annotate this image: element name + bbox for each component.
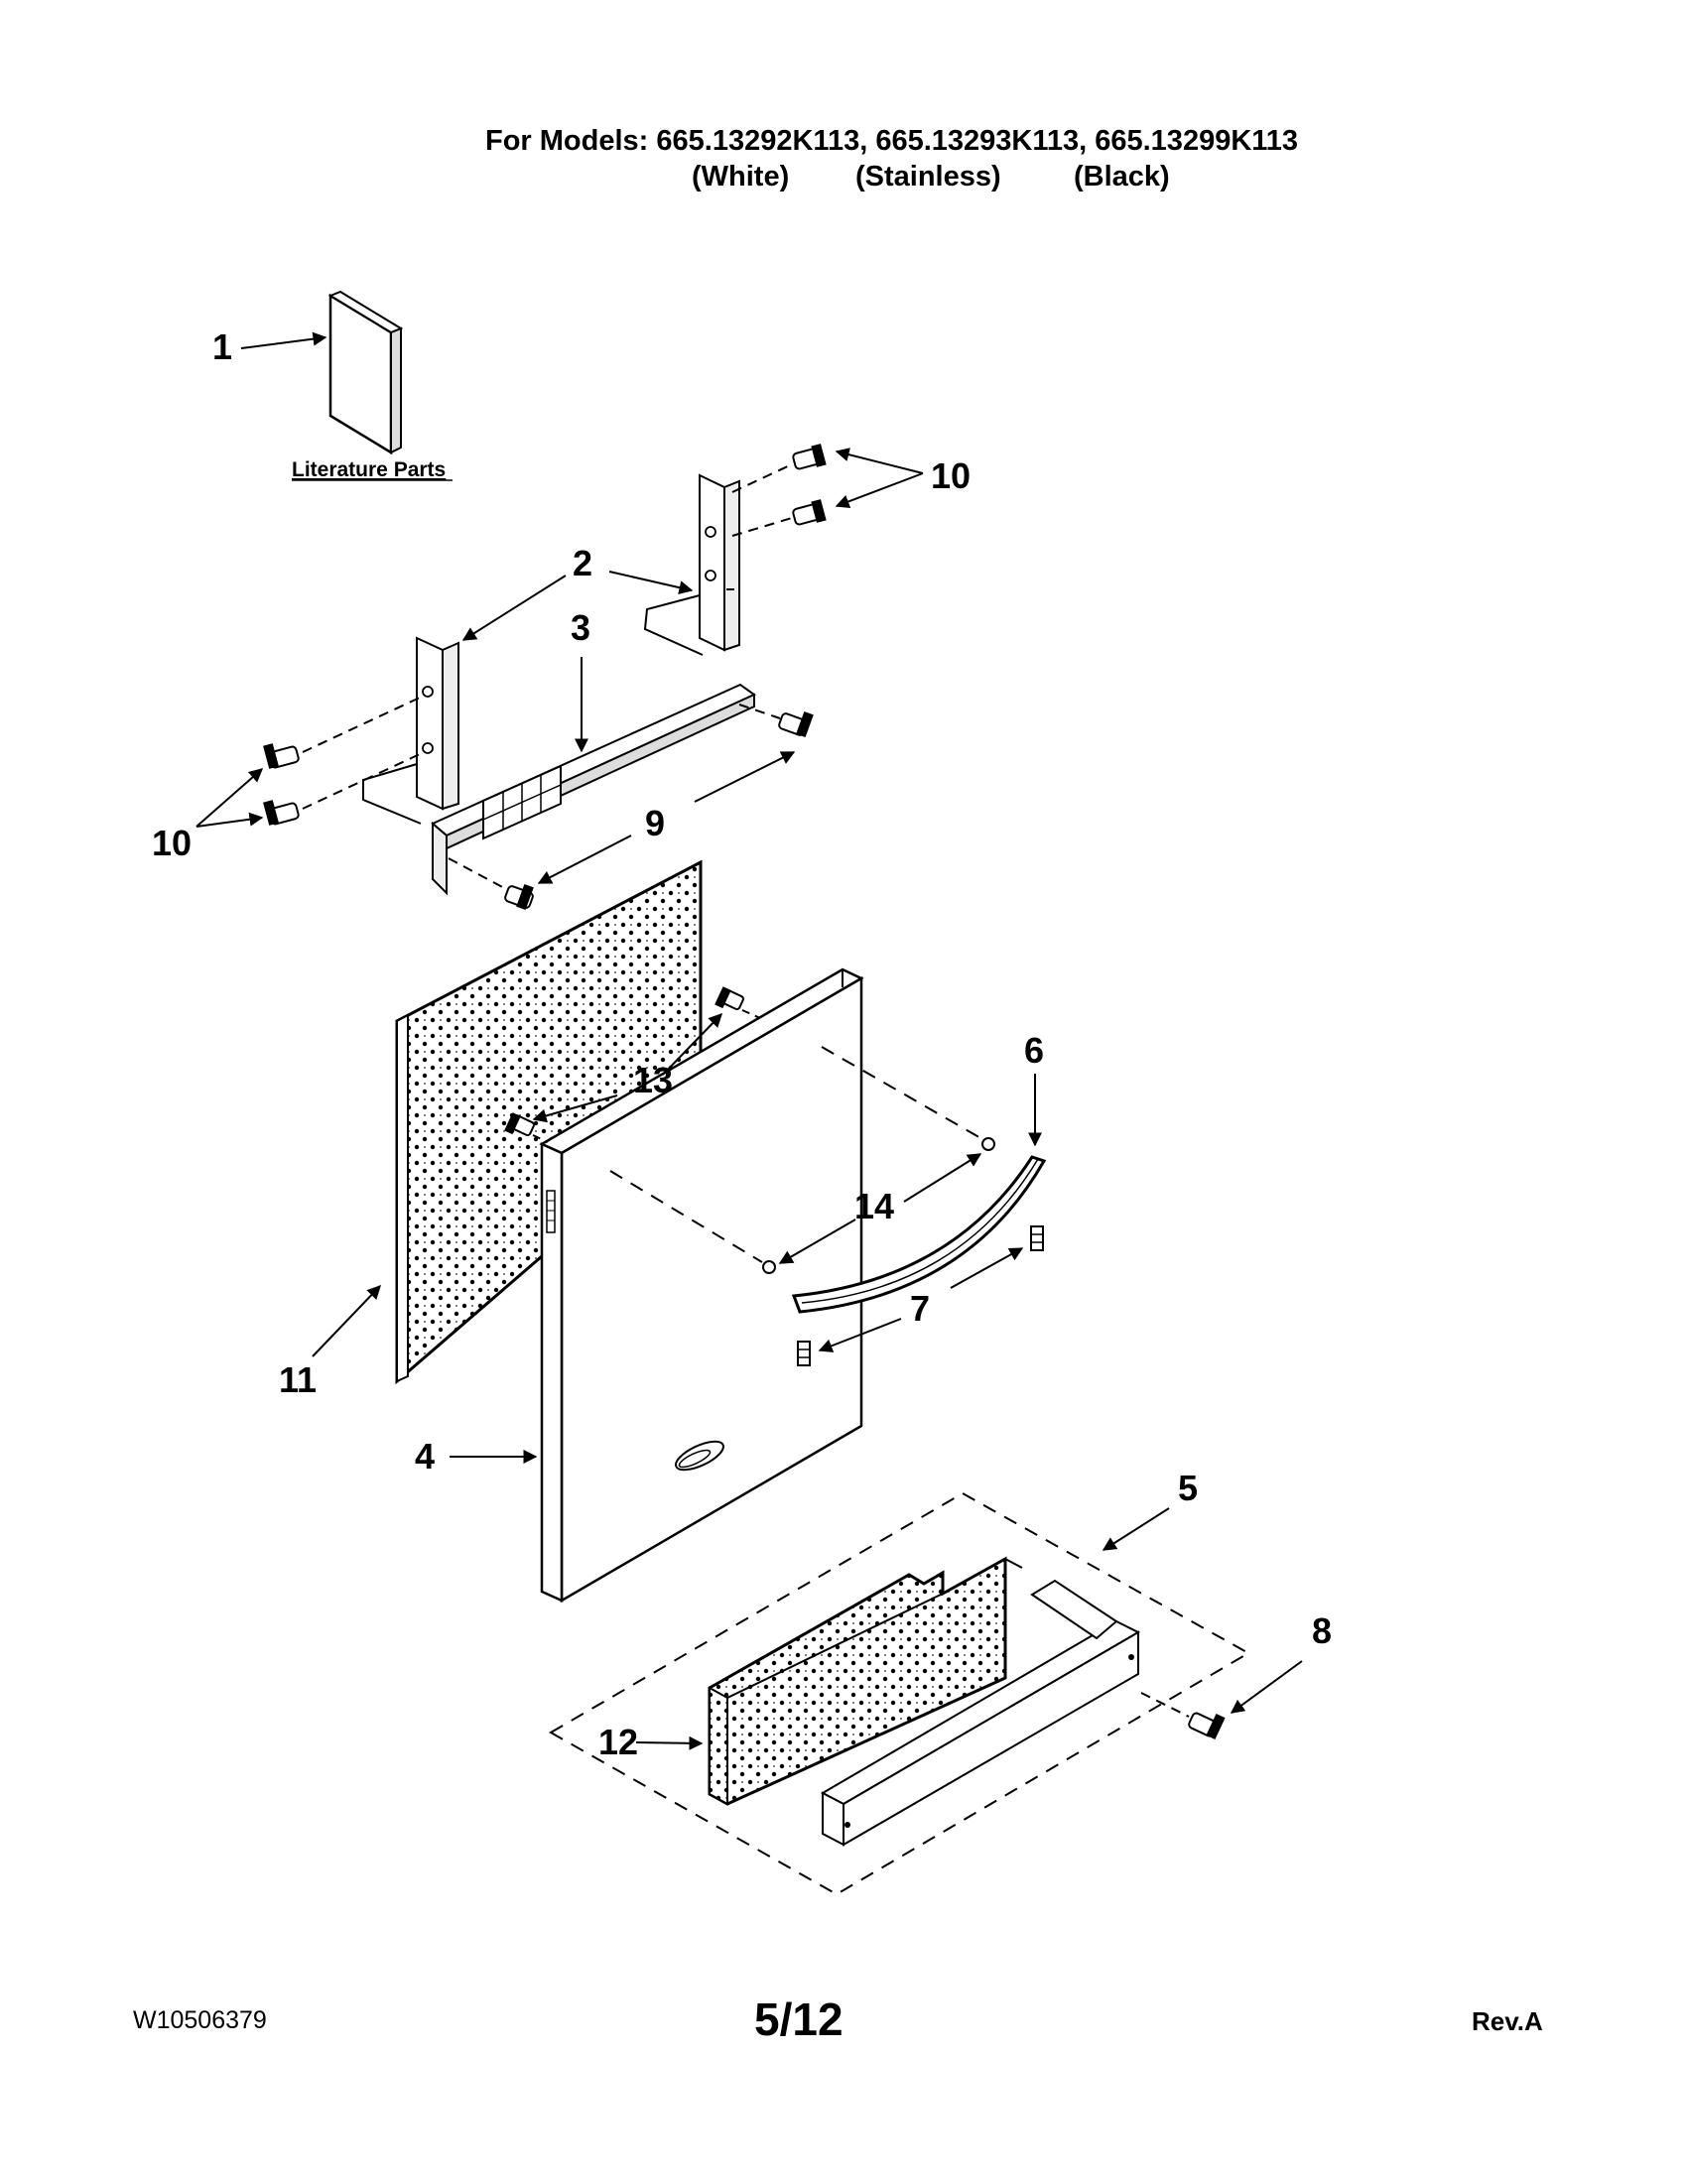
callout-11: 11 (279, 1359, 317, 1400)
callout-6: 6 (1024, 1030, 1044, 1071)
callout-8: 8 (1312, 1610, 1332, 1651)
part-3-control-panel-bracket (431, 683, 756, 896)
part-14-spacers (609, 1046, 995, 1274)
callout-10-top: 10 (931, 455, 971, 496)
part-2-bracket-right (643, 473, 740, 656)
callout-1: 1 (212, 326, 232, 367)
part-9-screws (448, 704, 814, 910)
part-13-screws (504, 986, 761, 1143)
revision-label: Rev.A (1472, 2006, 1543, 2036)
model-list-title: For Models: 665.13292K113, 665.13293K113… (485, 125, 1299, 157)
callout-13: 13 (633, 1060, 673, 1100)
callout-9: 9 (645, 803, 665, 843)
variant-stainless: (Stainless) (855, 161, 1001, 193)
callout-7: 7 (910, 1288, 930, 1329)
callout-2: 2 (573, 543, 592, 583)
part-7-set-screws (797, 1225, 1044, 1366)
callout-14: 14 (854, 1186, 894, 1226)
variant-black: (Black) (1074, 161, 1170, 193)
part-5-toe-panel-assembly-outline (548, 1491, 1251, 1896)
part-12-toe-insulation (708, 1556, 1023, 1806)
callout-3: 3 (571, 607, 590, 648)
page-number: 5/12 (754, 1993, 844, 2045)
part-5-toe-panel (820, 1579, 1141, 1847)
part-1-literature-booklet (327, 290, 404, 455)
literature-parts-label: Literature Parts (292, 458, 446, 481)
variant-white: (White) (692, 161, 790, 193)
part-2-bracket-left (362, 636, 459, 825)
part-6-door-handle (791, 1155, 1047, 1314)
part-10-screws-top-right (731, 444, 827, 537)
document-number: W10506379 (133, 2006, 267, 2034)
part-8-screw (1140, 1692, 1226, 1739)
part-10-screws-left (263, 697, 421, 826)
part-4-outer-door-panel (539, 967, 864, 1604)
callout-5: 5 (1178, 1468, 1198, 1508)
callout-4: 4 (415, 1436, 435, 1477)
callout-10-left: 10 (152, 823, 192, 863)
callout-12: 12 (598, 1722, 638, 1762)
